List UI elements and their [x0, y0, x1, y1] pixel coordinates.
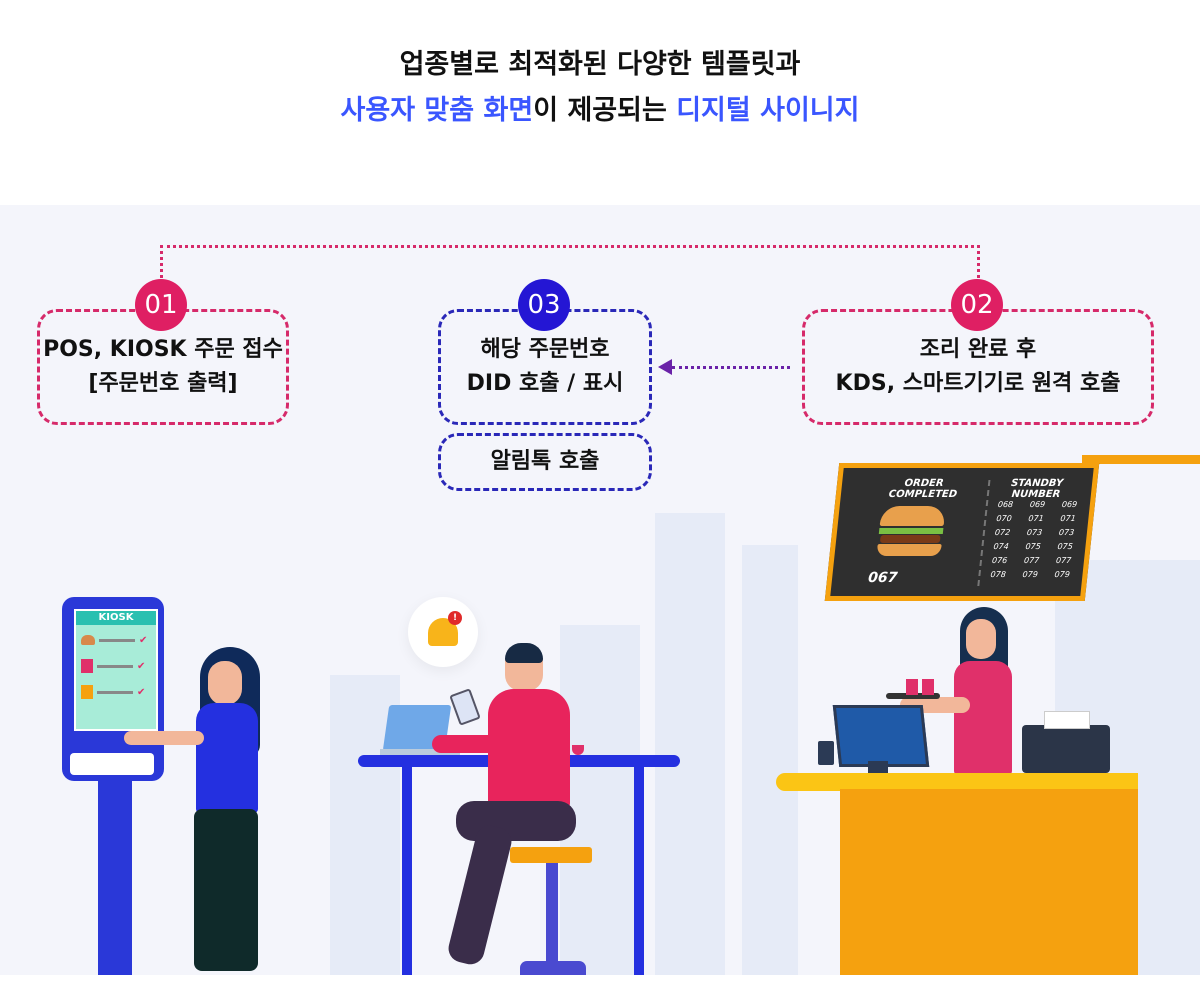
- flow-arrow-line: [672, 366, 790, 369]
- did-standby-number: 074: [993, 542, 1010, 551]
- person-kiosk-legs: [194, 809, 258, 971]
- counter: [840, 789, 1138, 975]
- person-kiosk-body: [196, 703, 258, 813]
- step-box-01: POS, KIOSK 주문 접수 [주문번호 출력]: [37, 309, 289, 425]
- illustration-scene: POS, KIOSK 주문 접수 [주문번호 출력] 01 해당 주문번호 DI…: [0, 205, 1200, 975]
- stool-base: [520, 961, 586, 975]
- kiosk-menu-item: ✔: [81, 683, 151, 701]
- coffee-cup: [572, 745, 584, 755]
- check-icon: ✔: [137, 660, 146, 672]
- printer-paper: [1044, 711, 1090, 729]
- bell-icon: !: [408, 597, 478, 667]
- heading-plain-text: 이 제공되는: [533, 95, 677, 126]
- did-standby-number: 077: [1055, 556, 1072, 565]
- person-seated-hair: [505, 643, 543, 663]
- kiosk-base: [70, 753, 154, 775]
- did-standby-number: 073: [1058, 528, 1075, 537]
- flow-arrow-head: [658, 359, 672, 375]
- kiosk-label: KIOSK: [76, 611, 156, 625]
- smartphone: [449, 688, 481, 726]
- did-standby-number: 071: [1027, 514, 1045, 523]
- did-standby-number: 075: [1057, 542, 1074, 551]
- step-01-line2: [주문번호 출력]: [88, 371, 238, 396]
- did-divider: [977, 480, 991, 586]
- did-standby-number: 069: [1061, 500, 1078, 509]
- table-leg: [634, 767, 644, 975]
- serving-tray: [886, 693, 940, 699]
- background-building: [655, 513, 725, 975]
- kiosk-screen: KIOSK ✔ ✔ ✔: [74, 609, 158, 731]
- printer: [1022, 725, 1110, 773]
- kiosk-menu-item: ✔: [81, 657, 151, 675]
- did-standby-number: 076: [991, 556, 1008, 565]
- did-standby-number: 073: [1026, 528, 1043, 537]
- did-standby-number-label: STANDBY NUMBER: [1010, 478, 1064, 500]
- did-standby-number: 079: [1054, 570, 1071, 579]
- drink-cup: [906, 679, 918, 695]
- table-leg: [402, 767, 412, 975]
- did-standby-number: 079: [1022, 570, 1039, 579]
- person-kiosk-arm: [124, 731, 204, 745]
- did-standby-number: 069: [1029, 500, 1046, 509]
- step-02-line1: 조리 완료 후: [919, 337, 1037, 362]
- step-03-line1: 해당 주문번호: [480, 337, 610, 362]
- did-current-number: 067: [867, 570, 899, 586]
- person-seated-arm: [432, 735, 502, 753]
- kiosk-menu-item: ✔: [81, 631, 151, 649]
- stool-seat: [510, 847, 592, 863]
- person-kiosk-head: [208, 661, 242, 705]
- step-badge-01: 01: [135, 279, 187, 331]
- heading-line2: 사용자 맞춤 화면이 제공되는 디지털 사이니지: [0, 88, 1200, 127]
- pos-monitor: [832, 705, 930, 767]
- drink-cup: [922, 679, 934, 695]
- step-badge-03: 03: [518, 279, 570, 331]
- background-building: [560, 625, 640, 975]
- step-box-02: 조리 완료 후 KDS, 스마트기기로 원격 호출: [802, 309, 1154, 425]
- step-02-line2: KDS, 스마트기기로 원격 호출: [835, 371, 1121, 396]
- stool-leg: [546, 863, 558, 975]
- step-badge-02: 02: [951, 279, 1003, 331]
- kakao-alimtalk-box: 알림톡 호출: [438, 433, 652, 491]
- burger-icon: [876, 506, 946, 556]
- heading-highlight-digital-signage: 디지털 사이니지: [676, 95, 860, 126]
- did-standby-number: 072: [994, 528, 1011, 537]
- kiosk-stand: [98, 781, 132, 975]
- did-standby-number: 070: [995, 514, 1013, 523]
- did-standby-number: 075: [1025, 542, 1042, 551]
- person-seated-legs: [456, 801, 576, 841]
- flow-connector: [160, 245, 980, 290]
- did-standby-number: 068: [997, 500, 1014, 509]
- staff-head: [966, 619, 996, 659]
- check-icon: ✔: [139, 634, 148, 646]
- did-board-arm: [1082, 455, 1200, 464]
- card-reader: [818, 741, 834, 765]
- counter-top: [776, 773, 1138, 791]
- burger-icon: [81, 635, 95, 645]
- person-seated-body: [488, 689, 570, 811]
- check-icon: ✔: [137, 686, 146, 698]
- heading-highlight-custom-screen: 사용자 맞춤 화면: [340, 95, 534, 126]
- staff-body: [954, 661, 1012, 775]
- did-standby-number: 071: [1059, 514, 1077, 523]
- heading-line1: 업종별로 최적화된 다양한 템플릿과: [399, 49, 801, 80]
- did-board: ORDER COMPLETED STANDBY NUMBER 067 068 06…: [824, 463, 1100, 601]
- laptop-base: [380, 749, 460, 755]
- did-order-completed-label: ORDER COMPLETED: [888, 478, 958, 500]
- person-seated-shin: [445, 822, 515, 968]
- pos-monitor-stand: [868, 761, 888, 775]
- did-standby-number: 077: [1023, 556, 1040, 565]
- did-standby-number: 078: [990, 570, 1007, 579]
- step-01-line1: POS, KIOSK 주문 접수: [43, 337, 283, 362]
- kakao-alimtalk-label: 알림톡 호출: [490, 449, 600, 474]
- background-building: [742, 545, 798, 975]
- step-03-line2: DID 호출 / 표시: [466, 371, 624, 396]
